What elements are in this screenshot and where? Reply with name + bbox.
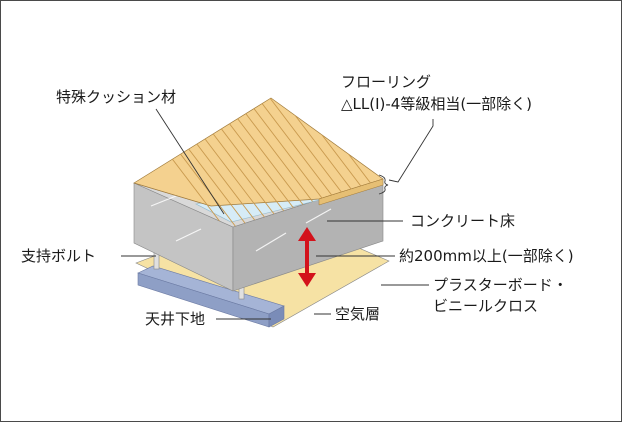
label-ceiling-base: 天井下地: [145, 310, 205, 328]
label-concrete: コンクリート床: [410, 212, 515, 230]
ceiling-joist-end: [268, 305, 285, 328]
flooring-bracket: [378, 174, 389, 195]
label-flooring: フローリング: [341, 73, 431, 91]
label-plaster: プラスターボード・: [433, 276, 568, 294]
label-flooring-grade: △LL(I)-4等級相当(一部除く): [341, 95, 532, 113]
height-arrow: [298, 227, 316, 287]
flooring-edge: [318, 178, 384, 206]
label-support-bolt: 支持ボルト: [21, 247, 96, 265]
label-vinyl-cloth: ビニールクロス: [433, 297, 538, 315]
leader-lines: [121, 108, 434, 320]
label-gap: 約200mm以上(一部除く): [399, 247, 574, 265]
label-cushion: 特殊クッション材: [56, 88, 176, 106]
concrete-hatch: [150, 195, 332, 252]
label-air-layer: 空気層: [335, 305, 380, 323]
